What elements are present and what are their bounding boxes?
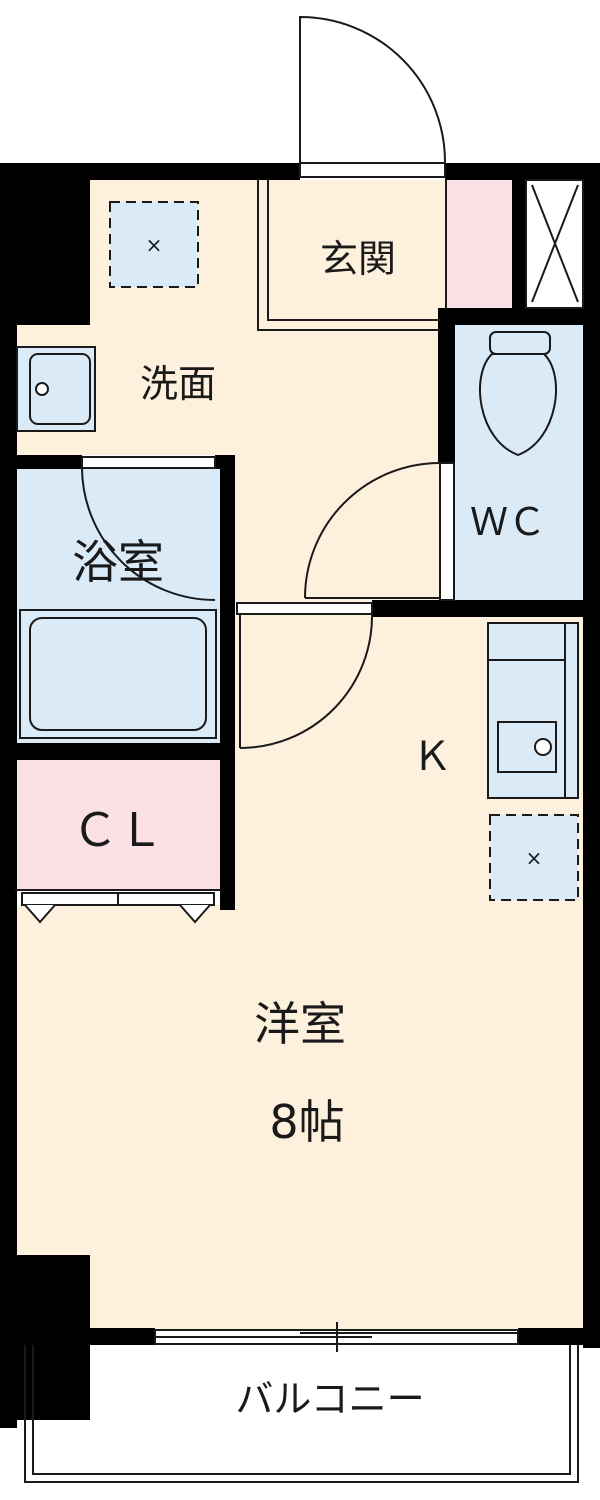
label-balcony: バルコニー xyxy=(235,1377,424,1421)
closet-floor xyxy=(15,760,221,890)
wall-left-lower xyxy=(0,1255,90,1420)
balcony-floor xyxy=(90,1345,585,1485)
wall-wc-bottom xyxy=(372,600,600,617)
label-toilet: ＷＣ xyxy=(470,500,546,544)
vent-icon xyxy=(489,814,579,901)
wall-wc-left-upper xyxy=(438,308,455,463)
wall-bath-bottom xyxy=(0,743,235,760)
door-swing-icon xyxy=(304,462,441,599)
door-swing-icon xyxy=(239,613,374,749)
washbasin-icon xyxy=(16,346,96,432)
doors xyxy=(24,15,447,924)
wall-bottom-right xyxy=(518,1328,600,1345)
sliding-window-icon xyxy=(154,1322,519,1352)
interior-floor xyxy=(15,180,585,1330)
label-western-room-size: 8帖 xyxy=(269,1095,344,1149)
shoe-cabinet xyxy=(446,180,512,308)
wall-wc-top xyxy=(438,308,600,325)
label-entrance: 玄関 xyxy=(320,237,396,281)
vent-mark-kitchen: × xyxy=(526,846,543,870)
wall-right xyxy=(583,163,600,1348)
label-washroom: 洗面 xyxy=(140,362,216,406)
door-swing-icon xyxy=(81,467,216,601)
wall-left xyxy=(0,163,17,1428)
vent-mark-washroom: × xyxy=(146,233,163,257)
label-kitchen: Ｋ xyxy=(412,734,452,780)
bathtub-icon xyxy=(19,609,217,739)
wall-entrance-right xyxy=(512,163,526,310)
storage-box-icon xyxy=(525,179,584,309)
door-swing-icon xyxy=(299,15,447,178)
sink-icon xyxy=(487,622,579,799)
label-closet: ＣＬ xyxy=(72,803,164,857)
label-western-room: 洋室 xyxy=(254,997,346,1051)
toilet-icon xyxy=(479,331,557,457)
wall-layer xyxy=(0,163,600,1428)
wall-bath-top-left xyxy=(0,455,82,469)
wall-bath-right xyxy=(220,455,235,910)
wall-bottom-left xyxy=(90,1328,155,1345)
entrance-floor xyxy=(258,180,446,330)
label-bath: 浴室 xyxy=(72,535,164,589)
thin-lines xyxy=(15,180,579,1483)
vent-icon xyxy=(109,201,199,288)
